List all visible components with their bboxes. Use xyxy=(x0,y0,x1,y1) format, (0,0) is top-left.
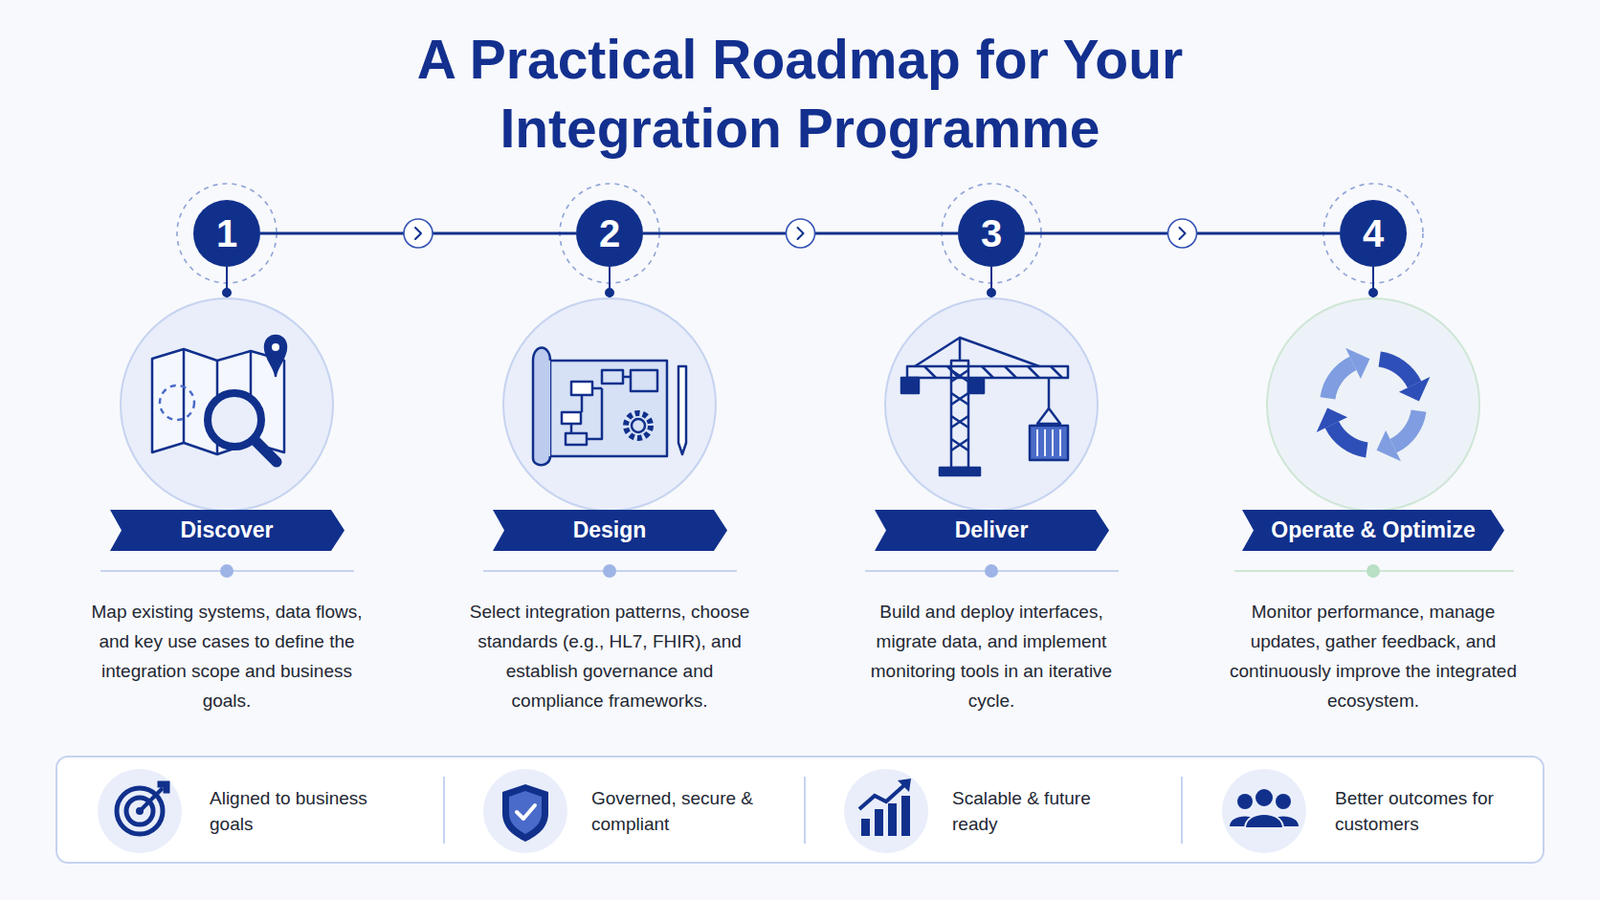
step-connector xyxy=(1024,219,1340,248)
benefit-item: Better outcomes for customers xyxy=(1334,785,1512,838)
target-icon xyxy=(116,782,169,835)
people-icon xyxy=(1229,788,1299,829)
step-card: DesignSelect integration patterns, choos… xyxy=(461,510,758,716)
step-number: 2 xyxy=(576,200,644,267)
cycle-arrowhead xyxy=(1316,408,1348,433)
step-number: 1 xyxy=(193,200,261,267)
cycle-arc xyxy=(1325,422,1369,459)
step-card: DeliverBuild and deploy interfaces, migr… xyxy=(847,510,1135,716)
step-number-text: 3 xyxy=(980,214,1002,253)
step-description: Build and deploy interfaces, migrate dat… xyxy=(847,597,1135,716)
benefit-text: Governed, secure & compliant xyxy=(591,785,769,838)
cycle-icon xyxy=(1316,348,1431,463)
crane-icon xyxy=(901,337,1068,476)
step-number-text: 1 xyxy=(216,214,238,253)
step-heading: Operate & Optimize xyxy=(1270,517,1475,544)
benefit-item: Governed, secure & compliant xyxy=(591,785,769,838)
benefit-text: Scalable & future ready xyxy=(952,785,1120,838)
step-number-text: 4 xyxy=(1362,214,1384,253)
benefits-panel xyxy=(56,756,1544,864)
step-heading: Design xyxy=(573,517,647,544)
step-ribbon: Design xyxy=(492,510,728,552)
step-description: Select integration patterns, choose stan… xyxy=(461,597,758,716)
step-description: Monitor performance, manage updates, gat… xyxy=(1215,597,1532,716)
benefit-item: Aligned to business goals xyxy=(209,785,387,838)
step-heading: Deliver xyxy=(955,517,1029,544)
dashed-rings xyxy=(177,183,1423,284)
chart-icon xyxy=(859,778,912,837)
step-ribbon: Operate & Optimize xyxy=(1242,510,1505,552)
cycle-arrowhead xyxy=(1399,377,1430,401)
step-number: 3 xyxy=(957,200,1025,267)
blueprint-icon xyxy=(533,348,687,467)
cycle-arc xyxy=(1378,352,1423,389)
cycle-arrowhead xyxy=(1377,430,1401,462)
map-icon xyxy=(152,335,287,463)
step-number-text: 2 xyxy=(599,214,621,253)
step-ribbon: Discover xyxy=(110,510,345,552)
shield-icon xyxy=(502,784,549,843)
step-card: DiscoverMap existing systems, data flows… xyxy=(78,510,376,716)
step-heading: Discover xyxy=(179,517,273,544)
step-card: Operate & OptimizeMonitor performance, m… xyxy=(1215,510,1532,716)
step-connector xyxy=(260,219,577,248)
illustration-circles xyxy=(120,298,1480,512)
title: A Practical Roadmap for Your Integration… xyxy=(321,24,1279,163)
cycle-arc xyxy=(1390,410,1427,454)
stems xyxy=(222,266,1378,299)
benefit-text: Aligned to business goals xyxy=(209,785,387,838)
step-ribbon: Deliver xyxy=(874,510,1110,552)
underlines xyxy=(100,564,1514,578)
benefit-item: Scalable & future ready xyxy=(952,785,1120,838)
step-description: Map existing systems, data flows, and ke… xyxy=(78,597,376,716)
cycle-arc xyxy=(1320,356,1357,400)
step-connector xyxy=(643,219,958,248)
cycle-arrowhead xyxy=(1345,348,1370,379)
benefit-text: Better outcomes for customers xyxy=(1334,785,1512,838)
step-number: 4 xyxy=(1339,200,1407,267)
